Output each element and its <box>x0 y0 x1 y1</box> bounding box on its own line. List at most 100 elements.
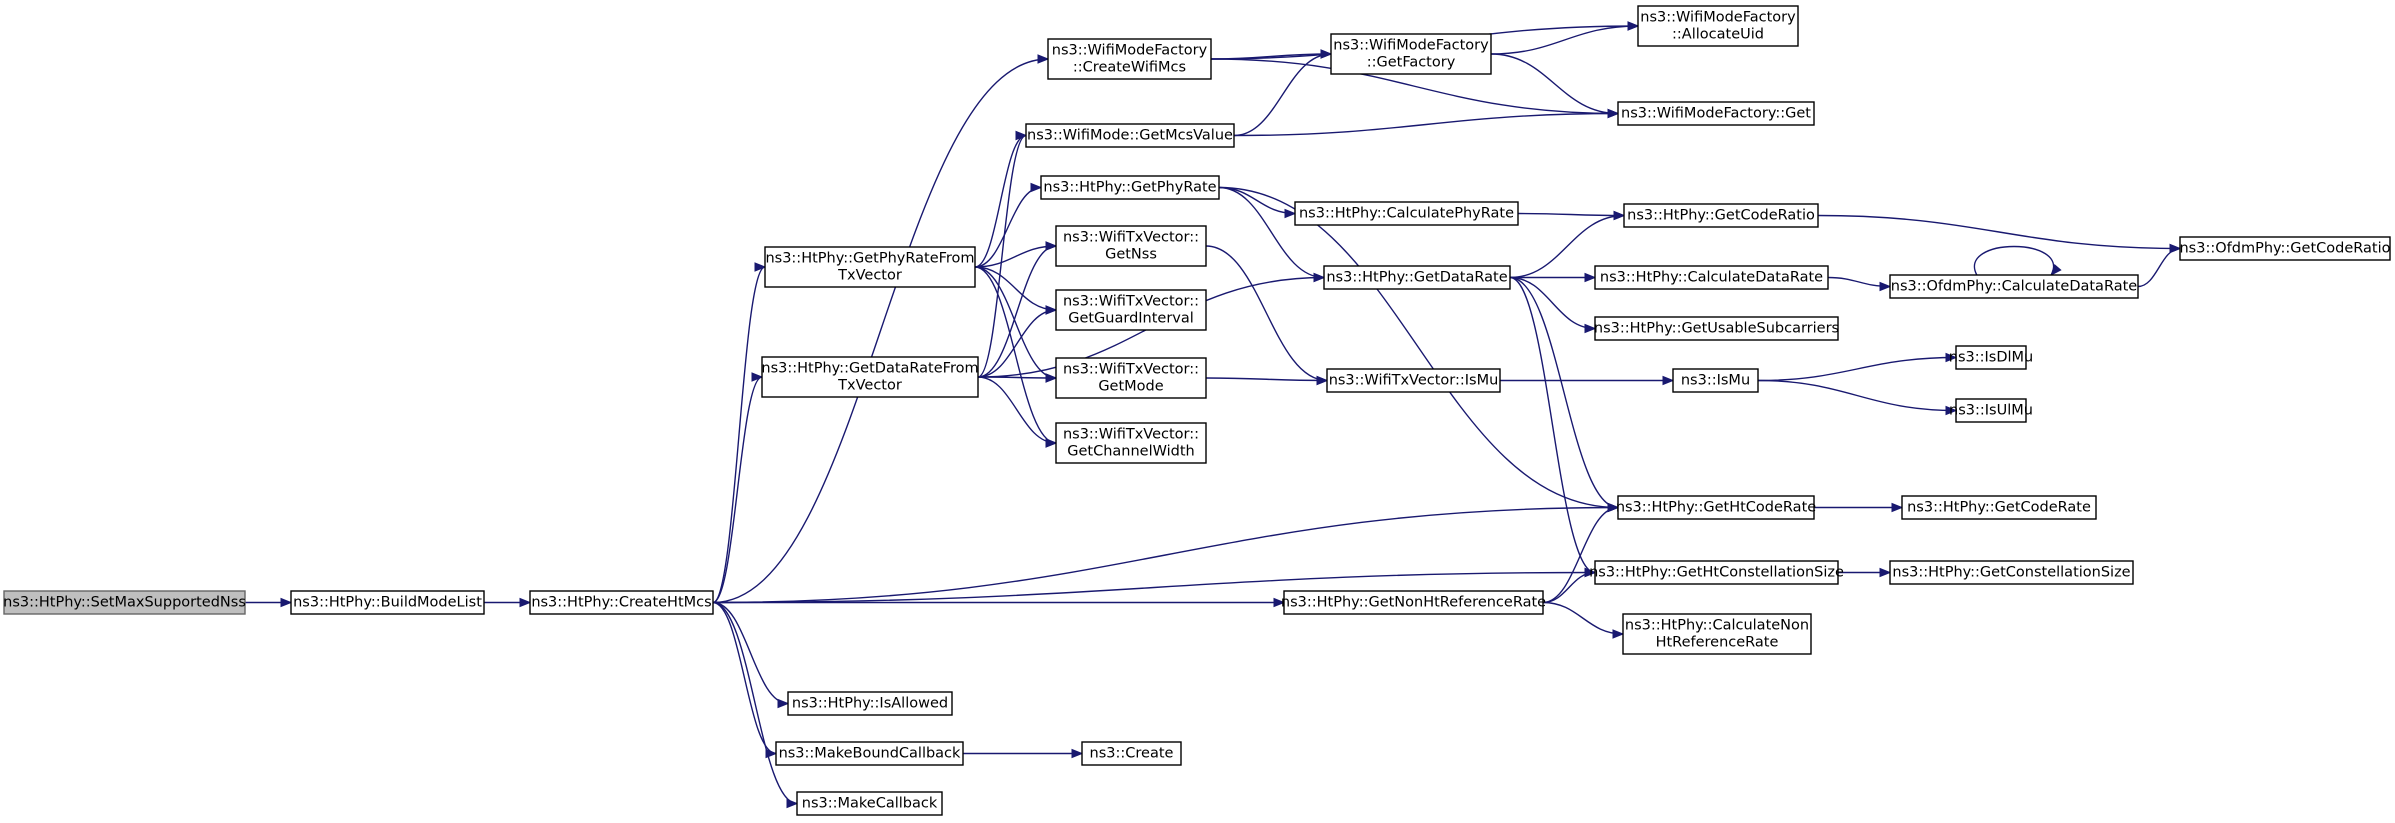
node-box <box>3 590 246 615</box>
arrowhead-get-data-rate-from-tx-vector <box>751 372 764 382</box>
node-get-usable-subcarriers[interactable]: ns3::HtPhy::GetUsableSubcarriers <box>1594 316 1839 341</box>
node-box <box>1889 560 2134 585</box>
node-get-factory[interactable]: ns3::WifiModeFactory::GetFactory <box>1330 33 1492 75</box>
node-box <box>1040 175 1220 200</box>
edge-get-nss-to-is-mu-tx <box>1205 245 1328 382</box>
arrowhead-get-mcs-value <box>1015 130 1028 141</box>
node-label: ns3::MakeCallback <box>802 796 938 812</box>
node-box <box>1594 316 1839 341</box>
node-is-ul-mu[interactable]: ns3::IsUlMu <box>1949 398 2033 423</box>
edge-get-phy-rate-to-get-data-rate <box>1218 186 1325 279</box>
node-box <box>1889 274 2139 299</box>
node-get-ht-code-rate[interactable]: ns3::HtPhy::GetHtCodeRate <box>1616 495 1816 520</box>
node-calculate-phy-rate[interactable]: ns3::HtPhy::CalculatePhyRate <box>1294 201 1519 226</box>
node-label: ns3::WifiModeFactory <box>1333 38 1489 54</box>
node-get-code-rate[interactable]: ns3::HtPhy::GetCodeRate <box>1901 495 2097 520</box>
node-box <box>1594 560 1839 585</box>
node-get-non-ht-reference-rate[interactable]: ns3::HtPhy::GetNonHtReferenceRate <box>1281 590 1546 615</box>
edge-get-code-ratio-to-ofdm-get-code-ratio <box>1817 214 2181 250</box>
node-create-wifi-mcs[interactable]: ns3::WifiModeFactory::CreateWifiMcs <box>1047 38 1212 80</box>
edge-create-ht-mcs-to-make-callback <box>712 601 798 805</box>
arrowhead-get-code-rate <box>1891 502 1904 513</box>
node-label: ns3::WifiTxVector:: <box>1063 294 1199 310</box>
node-box <box>775 741 964 766</box>
node-calculate-data-rate[interactable]: ns3::HtPhy::CalculateDataRate <box>1594 265 1829 290</box>
node-label: GetGuardInterval <box>1068 311 1194 327</box>
node-box <box>1901 495 2097 520</box>
node-is-mu[interactable]: ns3::IsMu <box>1672 368 1759 393</box>
arrowhead-allocate-uid <box>1627 21 1640 31</box>
node-is-mu-tx[interactable]: ns3::WifiTxVector::IsMu <box>1326 368 1501 393</box>
node-build-mode-list[interactable]: ns3::HtPhy::BuildModeList <box>290 590 485 615</box>
arrowhead-is-dl-mu <box>1945 352 1958 363</box>
node-label: ns3::HtPhy::GetHtConstellationSize <box>1589 565 1844 581</box>
node-label: ns3::IsDlMu <box>1949 350 2033 366</box>
edge-get-data-rate-to-get-usable-subcarriers <box>1509 276 1596 330</box>
arrowhead-get-phy-rate <box>1030 182 1043 193</box>
edge-create-ht-mcs-to-is-allowed <box>712 601 789 705</box>
node-box <box>1323 265 1511 290</box>
node-box <box>1055 357 1207 399</box>
edge-is-mu-to-is-ul-mu <box>1757 379 1957 412</box>
node-box <box>1025 123 1235 148</box>
edge-get-phy-rate-to-calculate-phy-rate <box>1218 186 1296 215</box>
node-label: ns3::HtPhy::GetPhyRate <box>1043 180 1216 196</box>
edge-get-phy-rate-from-tx-vector-to-get-mode <box>974 266 1057 379</box>
node-set-max-supported-nss[interactable]: ns3::HtPhy::SetMaxSupportedNss <box>3 590 246 615</box>
edge-get-data-rate-from-tx-vector-to-get-channel-width <box>977 376 1057 444</box>
node-get-constellation-size[interactable]: ns3::HtPhy::GetConstellationSize <box>1889 560 2134 585</box>
node-create[interactable]: ns3::Create <box>1081 741 1182 766</box>
node-create-ht-mcs[interactable]: ns3::HtPhy::CreateHtMcs <box>529 590 714 615</box>
node-label: ns3::OfdmPhy::CalculateDataRate <box>1891 279 2137 295</box>
node-is-dl-mu[interactable]: ns3::IsDlMu <box>1949 345 2033 370</box>
arrowhead-get-code-ratio <box>1613 210 1626 221</box>
node-factory-get[interactable]: ns3::WifiModeFactory::Get <box>1617 101 1815 126</box>
node-make-callback[interactable]: ns3::MakeCallback <box>796 791 943 816</box>
node-label: ns3::WifiTxVector:: <box>1063 427 1199 443</box>
node-get-data-rate[interactable]: ns3::HtPhy::GetDataRate <box>1323 265 1511 290</box>
edge-get-phy-rate-to-get-ht-code-rate <box>1218 186 1619 509</box>
node-get-nss[interactable]: ns3::WifiTxVector::GetNss <box>1055 225 1207 267</box>
node-allocate-uid[interactable]: ns3::WifiModeFactory::AllocateUid <box>1637 5 1799 47</box>
node-label: TxVector <box>837 268 902 284</box>
node-get-channel-width[interactable]: ns3::WifiTxVector::GetChannelWidth <box>1055 422 1207 464</box>
node-label: ns3::IsUlMu <box>1949 403 2033 419</box>
arrowhead-get-guard-interval <box>1045 305 1058 315</box>
node-ofdm-get-code-ratio[interactable]: ns3::OfdmPhy::GetCodeRatio <box>2179 236 2391 261</box>
node-box <box>1055 289 1207 331</box>
node-is-allowed[interactable]: ns3::HtPhy::IsAllowed <box>787 691 953 716</box>
arrowhead-get-phy-rate-from-tx-vector <box>754 262 767 272</box>
node-label: ns3::HtPhy::CreateHtMcs <box>531 595 711 611</box>
node-get-phy-rate[interactable]: ns3::HtPhy::GetPhyRate <box>1040 175 1220 200</box>
node-label: ns3::HtPhy::GetNonHtReferenceRate <box>1281 595 1546 611</box>
node-get-mcs-value[interactable]: ns3::WifiMode::GetMcsValue <box>1025 123 1235 148</box>
node-box <box>290 590 485 615</box>
node-ofdm-calculate-data-rate[interactable]: ns3::OfdmPhy::CalculateDataRate <box>1889 274 2139 299</box>
arrowhead-is-ul-mu <box>1945 405 1958 416</box>
node-get-mode[interactable]: ns3::WifiTxVector::GetMode <box>1055 357 1207 399</box>
node-label: ns3::HtPhy::SetMaxSupportedNss <box>3 595 246 611</box>
arrowhead-create-ht-mcs <box>519 597 532 608</box>
node-get-guard-interval[interactable]: ns3::WifiTxVector::GetGuardInterval <box>1055 289 1207 331</box>
node-label: ns3::HtPhy::BuildModeList <box>293 595 482 611</box>
node-box <box>761 356 979 398</box>
node-get-ht-constellation-size[interactable]: ns3::HtPhy::GetHtConstellationSize <box>1589 560 1844 585</box>
node-box <box>1055 422 1207 464</box>
edge-get-factory-to-factory-get <box>1490 53 1619 115</box>
node-make-bound-callback[interactable]: ns3::MakeBoundCallback <box>775 741 964 766</box>
edge-get-phy-rate-from-tx-vector-to-get-guard-interval <box>974 266 1057 311</box>
node-box <box>1326 368 1501 393</box>
arrowhead-create <box>1071 748 1084 759</box>
node-get-code-ratio[interactable]: ns3::HtPhy::GetCodeRatio <box>1623 203 1819 228</box>
edge-get-data-rate-from-tx-vector-to-get-mcs-value <box>977 134 1027 378</box>
node-label: ns3::WifiTxVector::IsMu <box>1329 373 1499 389</box>
node-box <box>1617 495 1815 520</box>
edge-get-data-rate-from-tx-vector-to-get-nss <box>977 245 1057 378</box>
edge-is-mu-to-is-dl-mu <box>1757 356 1957 382</box>
node-box <box>1294 201 1519 226</box>
arrowhead-ofdm-calculate-data-rate <box>1879 281 1892 292</box>
